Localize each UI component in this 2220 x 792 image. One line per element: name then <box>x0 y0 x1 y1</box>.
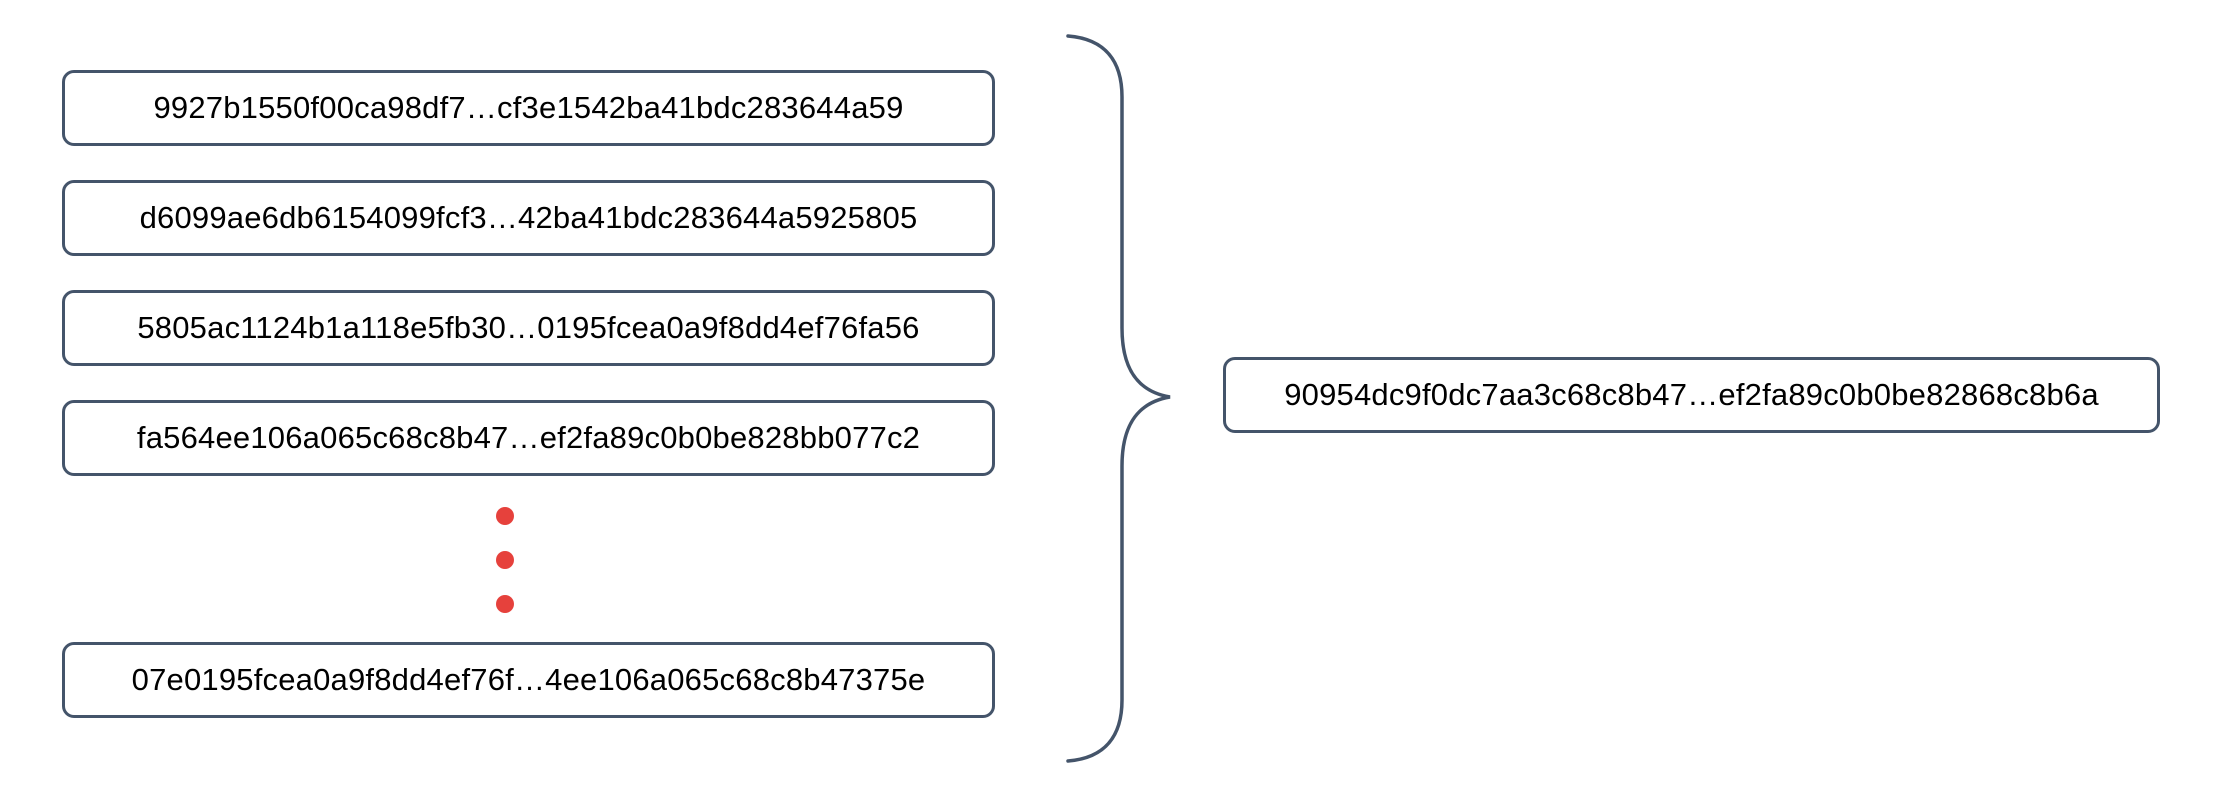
hash-box-2: d6099ae6db6154099fcf3…42ba41bdc283644a59… <box>62 180 995 256</box>
vertical-ellipsis-dot-3 <box>496 595 514 613</box>
hash-box-3: 5805ac1124b1a118e5fb30…0195fcea0a9f8dd4e… <box>62 290 995 366</box>
hash-box-3-label: 5805ac1124b1a118e5fb30…0195fcea0a9f8dd4e… <box>137 310 920 345</box>
hash-box-1-label: 9927b1550f00ca98df7…cf3e1542ba41bdc28364… <box>153 90 904 125</box>
hash-box-4-label: fa564ee106a065c68c8b47…ef2fa89c0b0be828b… <box>136 420 921 455</box>
hash-box-4: fa564ee106a065c68c8b47…ef2fa89c0b0be828b… <box>62 400 995 476</box>
vertical-ellipsis-dot-1 <box>496 507 514 525</box>
hash-box-1: 9927b1550f00ca98df7…cf3e1542ba41bdc28364… <box>62 70 995 146</box>
root-hash-label: 90954dc9f0dc7aa3c68c8b47…ef2fa89c0b0be82… <box>1284 377 2099 412</box>
hash-box-5-label: 07e0195fcea0a9f8dd4ef76f…4ee106a065c68c8… <box>131 662 926 697</box>
vertical-ellipsis-dot-2 <box>496 551 514 569</box>
root-hash-box: 90954dc9f0dc7aa3c68c8b47…ef2fa89c0b0be82… <box>1223 357 2160 433</box>
hash-box-2-label: d6099ae6db6154099fcf3…42ba41bdc283644a59… <box>139 200 918 235</box>
hash-box-5: 07e0195fcea0a9f8dd4ef76f…4ee106a065c68c8… <box>62 642 995 718</box>
